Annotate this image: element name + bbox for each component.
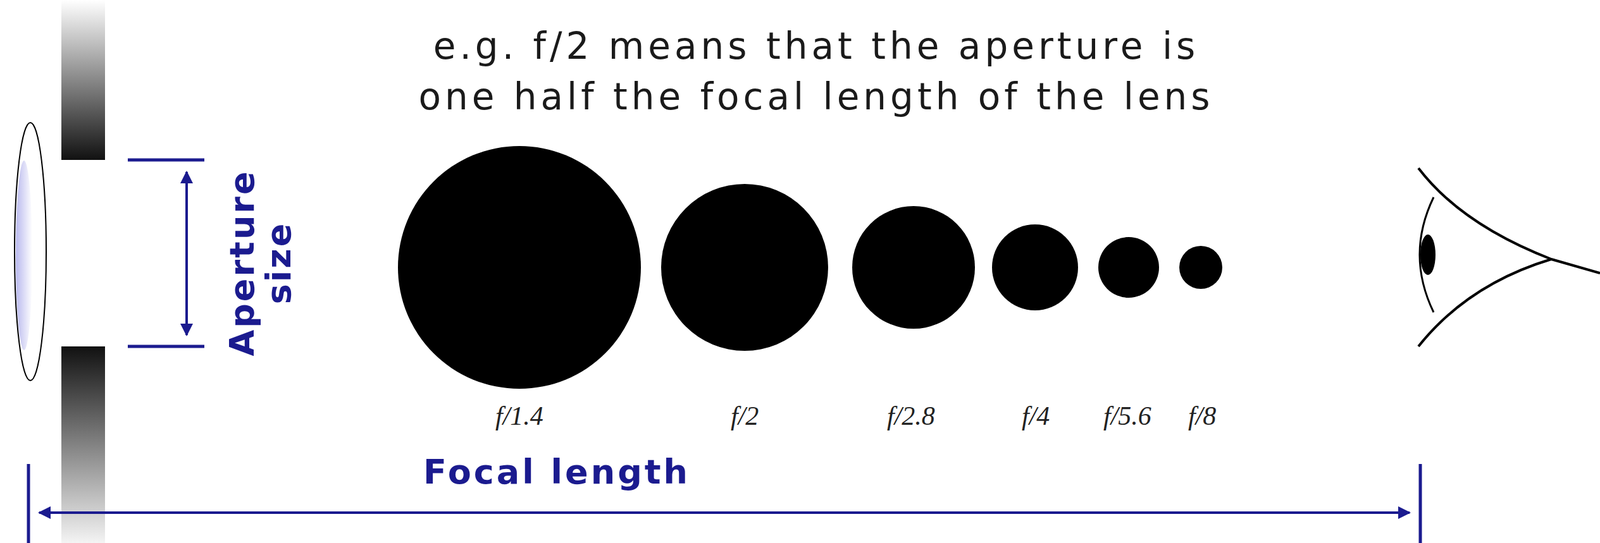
dimension-tick <box>127 158 205 162</box>
aperture-circle <box>992 224 1079 311</box>
f-number: f/2 <box>730 401 759 432</box>
dimension-arrow <box>39 511 1410 515</box>
eye-lid <box>1418 168 1600 274</box>
aperture-circle <box>397 146 641 390</box>
eye-pupil <box>1420 234 1436 276</box>
dimension-tick <box>127 345 205 349</box>
aperture-circle <box>1098 237 1160 298</box>
f-number: f/2.8 <box>886 401 936 432</box>
heading: e.g. f/2 means that the aperture is one … <box>408 20 1224 123</box>
aperture-circle <box>852 206 975 329</box>
dimension-tick <box>1419 464 1423 543</box>
f-number: f/4 <box>1021 401 1050 432</box>
aperture-circle <box>1179 246 1223 290</box>
dimension-label: Aperture size <box>223 165 298 362</box>
f-number: f/8 <box>1188 401 1216 432</box>
lens-glass <box>15 160 33 351</box>
dimension-arrow <box>185 172 188 336</box>
eye-lid <box>1418 259 1552 347</box>
dimension-tick <box>27 464 31 543</box>
f-number: f/5.6 <box>1103 401 1152 432</box>
aperture-blade <box>61 0 106 161</box>
f-number: f/1.4 <box>495 401 544 432</box>
lens <box>14 122 47 381</box>
dimension-label: Focal length <box>423 452 691 493</box>
aperture-circle <box>661 184 829 352</box>
